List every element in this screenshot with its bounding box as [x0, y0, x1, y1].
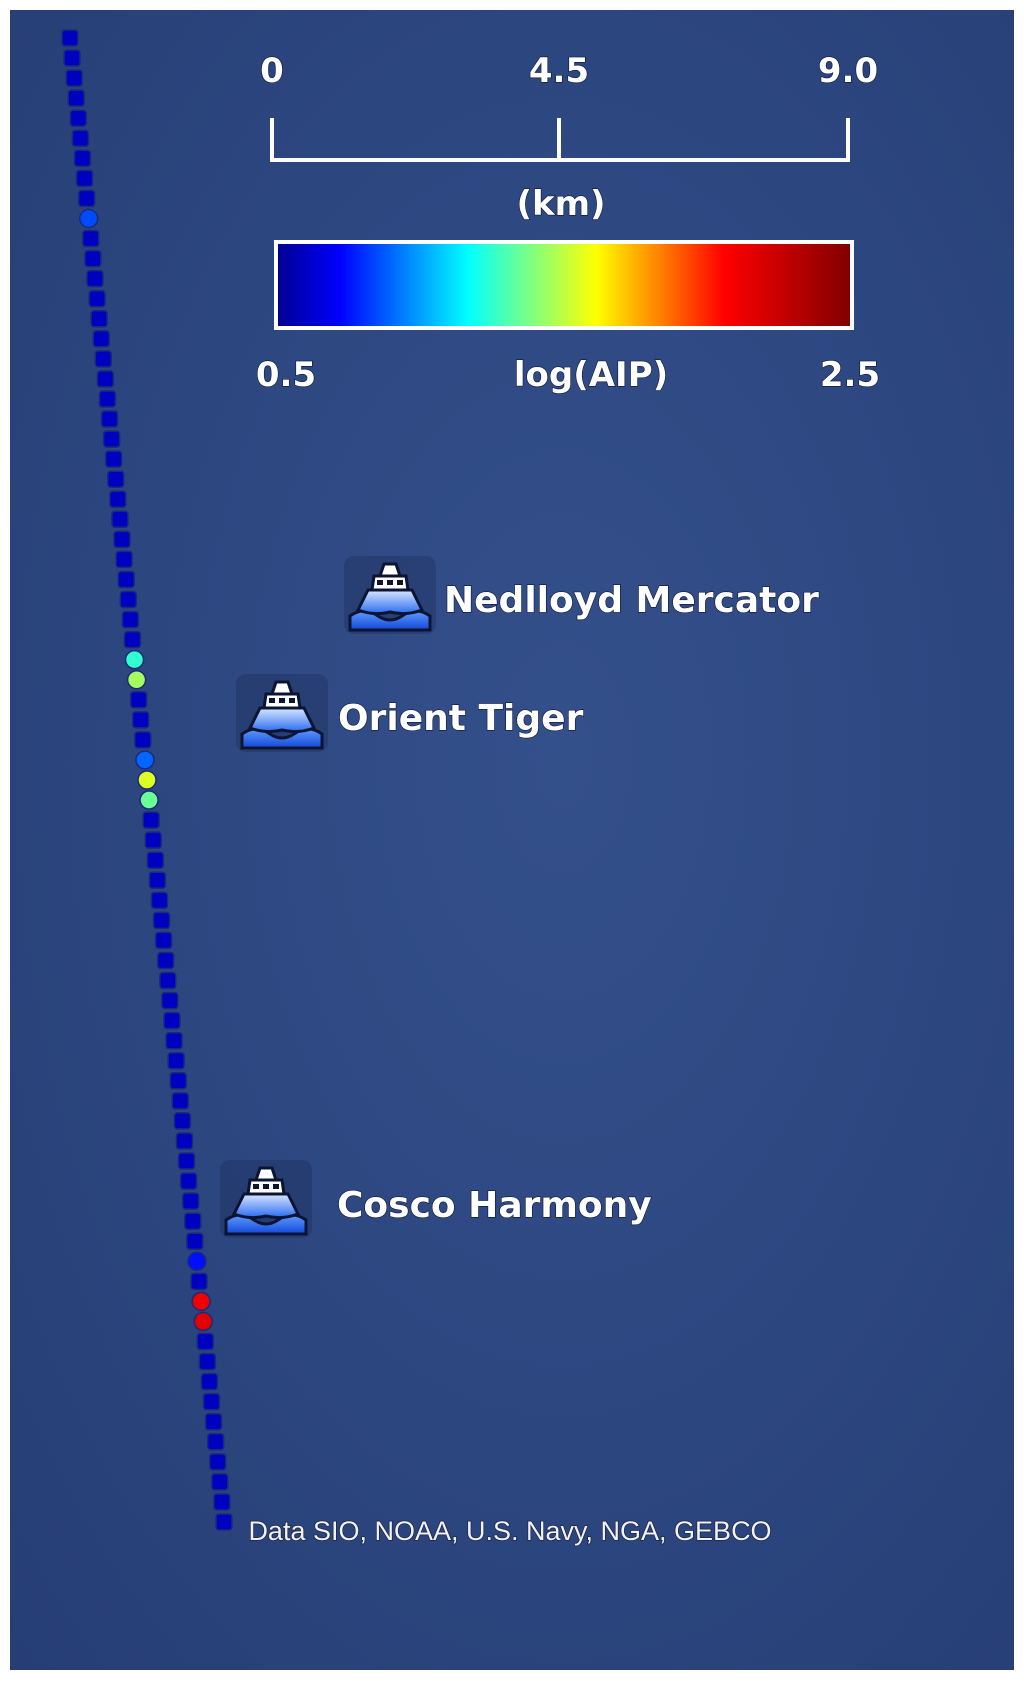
track-point[interactable]: [204, 1412, 223, 1431]
track-point[interactable]: [146, 851, 165, 869]
track-point[interactable]: [173, 1112, 192, 1130]
scale-bar: 0 4.5 9.0 (km): [260, 50, 879, 224]
track-point[interactable]: [124, 649, 145, 670]
track-point[interactable]: [104, 450, 123, 468]
track-point[interactable]: [113, 530, 131, 549]
ship-icon: [342, 554, 438, 636]
track-point[interactable]: [73, 149, 92, 168]
track-point[interactable]: [179, 1172, 198, 1190]
track-point[interactable]: [121, 610, 140, 629]
track-point[interactable]: [202, 1392, 221, 1411]
track-point[interactable]: [187, 1251, 207, 1272]
track-point[interactable]: [135, 750, 155, 770]
track-point[interactable]: [137, 770, 157, 790]
track-point[interactable]: [139, 790, 159, 810]
track-point[interactable]: [154, 931, 173, 950]
map-attribution: Data SIO, NOAA, U.S. Navy, NGA, GEBCO: [248, 1516, 771, 1546]
track-point[interactable]: [152, 911, 171, 930]
track-point[interactable]: [123, 630, 142, 649]
track-point[interactable]: [61, 29, 79, 47]
track-point[interactable]: [126, 669, 147, 690]
track-point[interactable]: [115, 550, 133, 569]
scale-bar-line: [270, 118, 850, 162]
track-point[interactable]: [198, 1352, 217, 1371]
ship-label-nedlloyd-mercator: Nedlloyd Mercator: [444, 580, 819, 621]
track-point[interactable]: [90, 310, 108, 328]
track-point[interactable]: [107, 470, 125, 488]
track-point[interactable]: [177, 1152, 196, 1170]
track-point[interactable]: [169, 1072, 187, 1090]
survey-track: [61, 29, 233, 1531]
track-point[interactable]: [88, 289, 106, 308]
colorbar-ramp: [274, 240, 854, 330]
track-point[interactable]: [102, 430, 121, 448]
colorbar: 0.5 log(AIP) 2.5: [255, 240, 881, 396]
track-point[interactable]: [184, 1212, 202, 1230]
track-point[interactable]: [142, 811, 160, 829]
track-point[interactable]: [71, 129, 90, 148]
map-canvas: 0 4.5 9.0 (km) 0.5 log(AIP) 2.5 Nedlloyd…: [61, 29, 881, 1547]
track-point[interactable]: [69, 109, 88, 127]
ship-icon: [234, 672, 330, 754]
track-point[interactable]: [67, 89, 85, 107]
track-point[interactable]: [78, 208, 99, 229]
track-point[interactable]: [196, 1332, 215, 1351]
track-point[interactable]: [132, 711, 150, 729]
track-point[interactable]: [215, 1513, 233, 1531]
track-point[interactable]: [94, 350, 113, 368]
track-point[interactable]: [84, 249, 102, 268]
track-point[interactable]: [181, 1192, 200, 1210]
track-point[interactable]: [163, 1011, 181, 1030]
track-point[interactable]: [148, 871, 167, 890]
track-point[interactable]: [206, 1433, 225, 1451]
track-point[interactable]: [159, 971, 177, 990]
track-point[interactable]: [77, 189, 96, 208]
track-point[interactable]: [63, 49, 81, 67]
track-point[interactable]: [100, 410, 119, 428]
track-point[interactable]: [161, 991, 179, 1010]
track-point[interactable]: [111, 510, 129, 529]
colorbar-title: log(AIP): [514, 355, 668, 395]
track-point[interactable]: [211, 1473, 229, 1491]
track-point[interactable]: [75, 169, 94, 188]
ship-label-cosco-harmony: Cosco Harmony: [337, 1185, 652, 1226]
track-point[interactable]: [150, 891, 169, 910]
map-view[interactable]: 0 4.5 9.0 (km) 0.5 log(AIP) 2.5 Nedlloyd…: [10, 10, 1014, 1670]
track-point[interactable]: [186, 1232, 204, 1250]
track-point[interactable]: [209, 1453, 227, 1471]
ship-marker-nedlloyd-mercator[interactable]: Nedlloyd Mercator: [342, 554, 820, 636]
track-point[interactable]: [191, 1291, 211, 1312]
track-point[interactable]: [98, 390, 117, 408]
track-point[interactable]: [144, 831, 162, 849]
track-point[interactable]: [193, 1311, 213, 1332]
track-point[interactable]: [165, 1031, 183, 1050]
track-point[interactable]: [134, 731, 152, 749]
track-point[interactable]: [86, 269, 104, 288]
colorbar-max-label: 2.5: [820, 355, 880, 395]
track-point[interactable]: [119, 590, 138, 609]
track-point[interactable]: [129, 691, 148, 709]
track-point[interactable]: [92, 330, 110, 348]
track-point[interactable]: [109, 490, 127, 508]
track-point[interactable]: [65, 69, 83, 87]
ship-label-orient-tiger: Orient Tiger: [338, 698, 584, 739]
track-point[interactable]: [171, 1092, 190, 1110]
colorbar-min-label: 0.5: [256, 355, 316, 395]
scale-tick-label-2: 9.0: [818, 51, 878, 91]
track-point[interactable]: [200, 1372, 219, 1391]
ship-icon: [218, 1158, 314, 1240]
scale-tick-label-1: 4.5: [529, 51, 589, 91]
scale-tick-label-0: 0: [260, 51, 284, 91]
track-point[interactable]: [156, 951, 175, 970]
ship-marker-cosco-harmony[interactable]: Cosco Harmony: [218, 1158, 652, 1240]
track-point[interactable]: [96, 370, 115, 388]
ship-marker-orient-tiger[interactable]: Orient Tiger: [234, 672, 584, 754]
track-point[interactable]: [190, 1272, 208, 1291]
scale-unit-label: (km): [516, 184, 605, 224]
track-point[interactable]: [175, 1132, 194, 1150]
track-point[interactable]: [167, 1052, 185, 1070]
track-point[interactable]: [213, 1493, 231, 1511]
track-point[interactable]: [82, 229, 100, 248]
track-point[interactable]: [117, 570, 135, 589]
